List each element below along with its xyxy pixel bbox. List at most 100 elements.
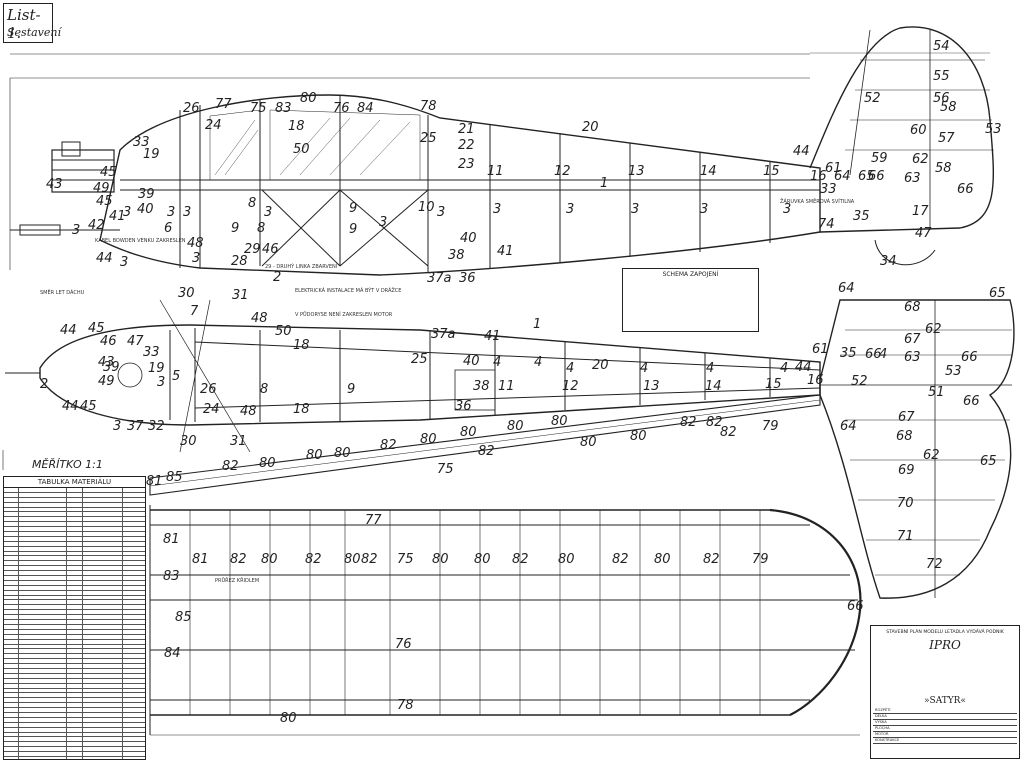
part-label-side: 36 [459, 271, 476, 286]
part-label-wing: 75 [397, 552, 414, 567]
part-label-wing: 80 [261, 552, 278, 567]
part-label-side: 80 [300, 91, 317, 106]
part-label-wing_strip: 82 [720, 425, 737, 440]
part-label-side: 50 [293, 142, 310, 157]
part-label-plan: 16 [807, 373, 824, 388]
sheet-subtitle: Sestavení [7, 26, 61, 39]
stamp-spec-row: MOTOR [873, 732, 1017, 738]
part-label-plan: 18 [293, 338, 310, 353]
part-label-wing: 82 [612, 552, 629, 567]
part-label-wing: 80 [654, 552, 671, 567]
part-label-wing_strip: 82 [680, 415, 697, 430]
part-label-side: 44 [96, 251, 113, 266]
part-label-fin: 57 [938, 131, 955, 146]
table-row [4, 561, 145, 567]
part-label-wing: 79 [752, 552, 769, 567]
note-fuselage-top: ELEKTRICKÁ INSTALACE MÁ BÝT V DRÁŽCE [295, 288, 402, 294]
part-label-plan: 37a [431, 327, 456, 342]
table-row [4, 728, 145, 733]
part-label-side: 48 [187, 236, 204, 251]
table-row [4, 498, 145, 503]
table-column-divider [66, 488, 67, 759]
note-pitot: PRŮŘEZ KŘIDLEM [215, 578, 260, 584]
part-label-plan: 47 [127, 334, 144, 349]
part-label-wing_strip: 80 [580, 435, 597, 450]
part-label-wing: 83 [163, 569, 180, 584]
part-label-stab: 64 [840, 419, 857, 434]
table-row [4, 689, 145, 694]
table-row [4, 610, 145, 616]
table-row [4, 552, 145, 557]
schema-title: SCHEMA ZAPOJENÍ [662, 271, 719, 278]
stamp-spec-row: KONSTRUKCE [873, 738, 1017, 744]
part-label-wing_strip: 80 [507, 419, 524, 434]
part-label-plan: 30 [178, 286, 195, 301]
part-label-wing: 80 [432, 552, 449, 567]
stamp-spec-row: VÝŠKA [873, 720, 1017, 726]
part-label-stab: 69 [898, 463, 915, 478]
part-label-plan: 5 [172, 369, 181, 384]
stamp-spec-row: DÉLKA [873, 714, 1017, 720]
table-row [4, 600, 145, 606]
table-row [4, 718, 145, 723]
part-label-wing: 80 [280, 711, 297, 726]
part-label-wing_strip: 82 [478, 444, 495, 459]
stamp-model-name: »SATYR« [924, 696, 966, 706]
part-label-side: 49 [93, 181, 110, 196]
part-label-fin: 65 [858, 169, 875, 184]
table-row [4, 742, 145, 748]
part-label-wing: 82 [703, 552, 720, 567]
part-label-side: 43 [46, 177, 63, 192]
part-label-side: 42 [88, 218, 105, 233]
part-label-side: 17 [912, 204, 929, 219]
part-label-wing_strip: 82 [222, 459, 239, 474]
part-label-side: 47 [915, 226, 932, 241]
table-row [4, 708, 145, 713]
part-label-side: 8 [248, 196, 257, 211]
part-label-stab: 61 [812, 342, 829, 357]
part-label-plan: 12 [562, 379, 579, 394]
title-stamp: STAVEBNÍ PLÁN MODELU LETADLA VYDÁVÁ PODN… [870, 625, 1020, 759]
part-label-fin: 66 [868, 169, 885, 184]
stamp-header: STAVEBNÍ PLÁN MODELU LETADLA VYDÁVÁ PODN… [886, 630, 1004, 635]
part-label-side: 23 [458, 157, 475, 172]
part-label-side: 9 [349, 201, 358, 216]
part-label-side: 29 [244, 242, 261, 257]
table-row [4, 737, 145, 743]
wiring-schema-box: SCHEMA ZAPOJENÍ [622, 268, 759, 332]
part-label-wing_strip: 77 [365, 513, 382, 528]
part-label-side: 3 [379, 215, 388, 230]
note-nose: KABEL BOWDEN VENKU ZAKRESLEN [95, 238, 186, 244]
part-label-side: 3 [123, 205, 132, 220]
part-label-wing_strip: 82 [380, 438, 397, 453]
table-row [4, 576, 145, 581]
part-label-side: 3 [120, 255, 129, 270]
part-label-plan: 41 [484, 329, 501, 344]
part-label-stab: 4 [879, 347, 888, 362]
part-label-stab: 68 [904, 300, 921, 315]
part-label-side: 3 [264, 205, 273, 220]
part-label-wing_strip: 80 [460, 425, 477, 440]
part-label-plan: 7 [190, 304, 199, 319]
part-label-side: 3 [566, 202, 575, 217]
part-label-wing: 82 [230, 552, 247, 567]
part-label-side: 45 [96, 194, 113, 209]
part-label-side: 46 [262, 242, 279, 257]
part-label-wing: 80 [474, 552, 491, 567]
part-label-wing: 80 [344, 552, 361, 567]
table-row [4, 620, 145, 625]
part-label-side: 44 [793, 144, 810, 159]
table-row [4, 693, 145, 699]
part-label-fin: 59 [871, 151, 888, 166]
part-label-fin: 61 [825, 161, 842, 176]
part-label-wing: 81 [192, 552, 209, 567]
part-label-side: 3 [493, 202, 502, 217]
part-label-wing_strip: 80 [420, 432, 437, 447]
table-row [4, 625, 145, 630]
part-label-fin: 58 [935, 161, 952, 176]
part-label-side: 3 [437, 205, 446, 220]
table-row [4, 698, 145, 704]
part-label-wing_strip: 75 [437, 462, 454, 477]
